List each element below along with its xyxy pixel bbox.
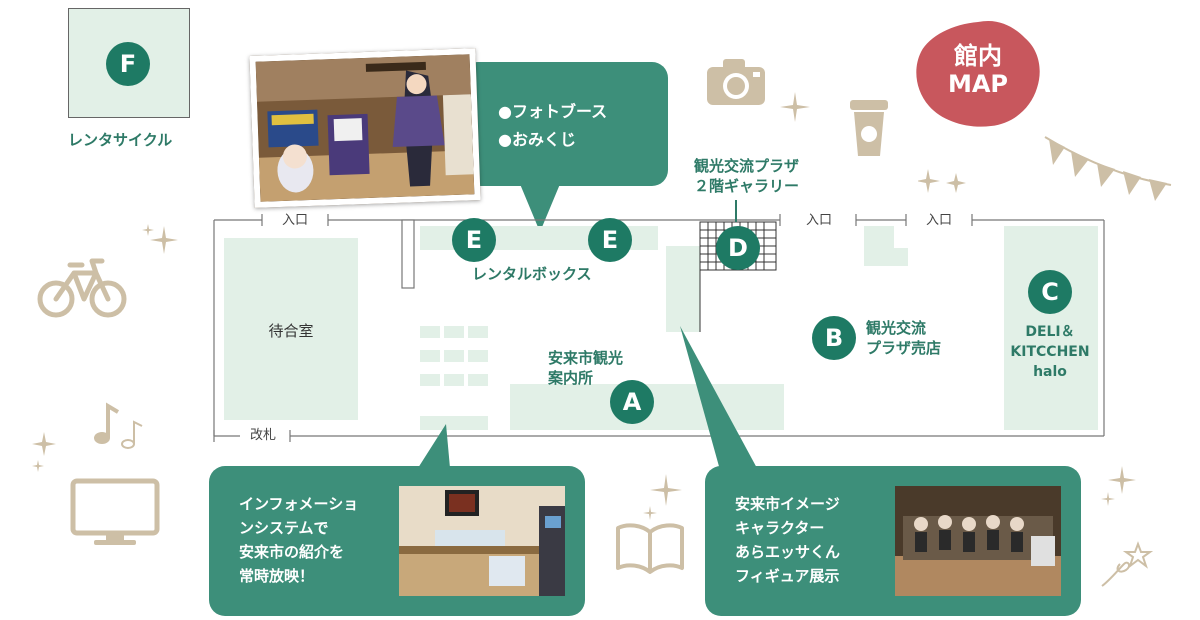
deli-label: DELI＆ KITCCHEN halo [1000, 322, 1100, 382]
info-system-callout: インフォメーショ ンシステムで 安来市の紹介を 常時放映！ [209, 466, 585, 616]
marker-e-right[interactable]: E [588, 218, 632, 262]
tourist-info-label: 安来市観光 案内所 [548, 348, 623, 388]
marker-a[interactable]: A [610, 380, 654, 424]
marker-b[interactable]: B [812, 316, 856, 360]
tourist-info-line1: 安来市観光 [548, 349, 624, 367]
sparkle-icon [640, 470, 690, 530]
monitor-icon [70, 478, 160, 546]
bunting-icon [1043, 135, 1173, 205]
ticket-gate-label: 改札 [246, 428, 281, 444]
gallery-line1: 観光交流プラザ [694, 157, 800, 175]
entrance-left-label: 入口 [278, 213, 313, 229]
marker-c[interactable]: C [1028, 270, 1072, 314]
rental-cycle-area [68, 8, 190, 118]
marker-e-left[interactable]: E [452, 218, 496, 262]
sparkle-icon [1096, 462, 1146, 512]
info-system-photo [399, 486, 565, 596]
book-icon [614, 522, 686, 574]
info-callout-pointer [418, 424, 450, 468]
photo-callout-pointer [520, 184, 560, 232]
figure-line3: あらエッサくん [735, 543, 841, 561]
entrance-middle-label: 入口 [802, 213, 837, 229]
info-line3: 安来市の紹介を [239, 543, 345, 561]
omikuji-item: ●おみくじ [498, 130, 576, 149]
map-badge: 館内 MAP [913, 18, 1043, 128]
shop-line1: 観光交流 [866, 319, 927, 337]
photo-booth-callout: ●フォトブース ●おみくじ [462, 62, 668, 186]
bicycle-icon [36, 255, 128, 319]
deli-line3: halo [1033, 364, 1067, 380]
music-note-icon [90, 400, 146, 452]
star-doodle-icon [1098, 540, 1158, 590]
deli-line2: KITCCHEN [1010, 344, 1090, 360]
sparkle-icon [30, 428, 70, 472]
figure-line1: 安来市イメージ [735, 495, 840, 513]
waiting-room-label: 待合室 [268, 322, 314, 340]
shop-line2: プラザ売店 [866, 339, 942, 357]
figure-line2: キャラクター [735, 519, 825, 537]
figure-callout-pointer [680, 326, 760, 470]
info-line1: インフォメーショ [239, 495, 359, 513]
figure-callout: 安来市イメージ キャラクター あらエッサくん フィギュア展示 [705, 466, 1081, 616]
sparkle-icon [918, 165, 974, 197]
rental-cycle-label: レンタサイクル [68, 131, 173, 149]
badge-line1: 館内 [954, 42, 1002, 70]
rental-box-label: レンタルボックス [472, 265, 592, 283]
info-line4: 常時放映！ [239, 567, 315, 585]
figure-line4: フィギュア展示 [735, 567, 840, 585]
sparkle-icon [780, 92, 810, 122]
figure-photo [895, 486, 1061, 596]
gallery-line2: ２階ギャラリー [694, 177, 800, 195]
coffee-cup-icon [848, 96, 890, 158]
info-line2: ンシステムで [239, 519, 329, 537]
sparkle-icon [140, 222, 180, 262]
camera-icon [705, 55, 767, 107]
marker-f[interactable]: F [106, 42, 150, 86]
entrance-right-label: 入口 [922, 213, 957, 229]
gallery-label: 観光交流プラザ ２階ギャラリー [694, 156, 799, 196]
shop-label: 観光交流 プラザ売店 [866, 318, 941, 358]
marker-d[interactable]: D [716, 226, 760, 270]
deli-line1: DELI＆ [1025, 324, 1075, 340]
tourist-info-line2: 案内所 [548, 369, 594, 387]
badge-line2: MAP [947, 70, 1009, 98]
photo-booth-item: ●フォトブース [498, 102, 608, 121]
photo-booth-photo [249, 48, 481, 208]
